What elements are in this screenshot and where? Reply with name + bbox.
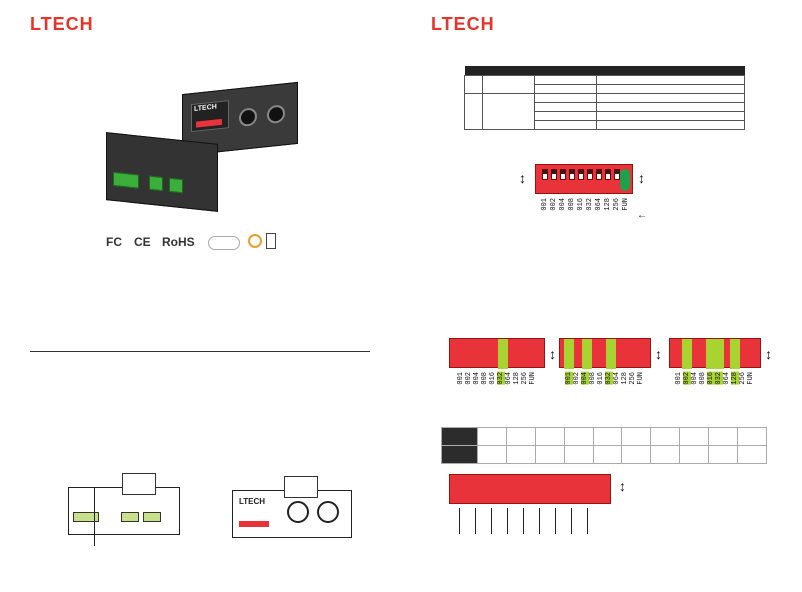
ce-icon: CE <box>134 235 151 249</box>
highlight-032 <box>606 339 616 369</box>
dip-label: 032 <box>586 198 594 211</box>
highlight-004 <box>582 339 592 369</box>
dip-label: 128 <box>513 372 521 385</box>
dip-label: FUN <box>637 372 645 385</box>
dip-label: 064 <box>595 198 603 211</box>
terminal-block-3 <box>169 177 183 194</box>
dip-label: 016 <box>597 372 605 385</box>
highlight-016 <box>706 339 716 369</box>
drawing-terminal-3 <box>143 512 161 522</box>
left-arrow-icon: ← <box>637 210 647 221</box>
dip-switch-main <box>535 164 633 194</box>
dip-label: 032 <box>605 372 613 385</box>
dip-label: 002 <box>550 198 558 211</box>
dip-label: 008 <box>589 372 597 385</box>
highlight-002 <box>682 339 692 369</box>
label-panel: LTECH <box>191 100 229 133</box>
dip-label: 008 <box>481 372 489 385</box>
dip-label: 128 <box>731 372 739 385</box>
dip-label: 256 <box>613 198 621 211</box>
drawing-callout-box-2 <box>284 476 318 498</box>
drawing-terminal-2 <box>121 512 139 522</box>
dip-label: 064 <box>723 372 731 385</box>
dip-label: 256 <box>521 372 529 385</box>
fun-switch-highlight <box>620 169 630 191</box>
dip-label: 008 <box>699 372 707 385</box>
oval-badge-icon <box>208 236 240 250</box>
highlight-128 <box>730 339 740 369</box>
terminal-block-1 <box>113 171 139 189</box>
recycle-icon <box>266 233 276 249</box>
brand-logo: LTECH <box>30 14 94 34</box>
dip-label: 004 <box>581 372 589 385</box>
dip-label: 001 <box>675 372 683 385</box>
dip-label: 004 <box>691 372 699 385</box>
rohs-icon: RoHS <box>162 235 195 249</box>
drawing-xlr-2 <box>317 501 339 523</box>
dip-switch-bottom <box>449 474 611 504</box>
up-down-arrow-icon-6: ↕ <box>619 478 626 494</box>
dip-label: FUN <box>747 372 755 385</box>
dip-example-1 <box>449 338 545 369</box>
dip-label: 016 <box>577 198 585 211</box>
dip-label: 001 <box>457 372 465 385</box>
dip-example-2 <box>559 338 651 369</box>
highlight-032 <box>498 339 508 369</box>
dip-switch-photo <box>196 118 222 128</box>
up-down-arrow-icon: ↕ <box>519 170 526 186</box>
highlight-032 <box>714 339 724 369</box>
drawing-callout-box-1 <box>122 473 156 495</box>
drawing-dip <box>239 521 269 527</box>
dip-label: 128 <box>604 198 612 211</box>
dip-label: 256 <box>739 372 747 385</box>
dip-label: 001 <box>541 198 549 211</box>
drawing-front-view <box>68 487 180 535</box>
up-down-arrow-icon-4: ↕ <box>655 346 662 362</box>
left-page: LTECH LTECH FC CE RoHS LTECH <box>30 14 370 546</box>
energy-icon <box>248 234 262 248</box>
highlight-001 <box>564 339 574 369</box>
dip-label: 002 <box>465 372 473 385</box>
dip-label: FUN <box>622 198 630 211</box>
up-down-arrow-icon-3: ↕ <box>549 346 556 362</box>
drawing-terminal-1 <box>73 512 99 522</box>
drawing-brand-label: LTECH <box>239 497 266 506</box>
up-down-arrow-icon-5: ↕ <box>765 346 772 362</box>
dip-label: 004 <box>473 372 481 385</box>
dip-label: 016 <box>489 372 497 385</box>
dip-label: 016 <box>707 372 715 385</box>
dip-label: 064 <box>505 372 513 385</box>
dip-label: 128 <box>621 372 629 385</box>
xlr-out-connector <box>267 104 285 125</box>
dip-label: 256 <box>629 372 637 385</box>
dip-label: 002 <box>683 372 691 385</box>
device-front <box>106 132 218 212</box>
dip-label: 064 <box>613 372 621 385</box>
dip-label: 032 <box>715 372 723 385</box>
dip-label: 002 <box>573 372 581 385</box>
photo-brand-label: LTECH <box>194 103 217 113</box>
section-divider <box>30 351 370 352</box>
xlr-in-connector <box>239 107 257 128</box>
spec-table <box>464 66 745 130</box>
dip-label: 001 <box>565 372 573 385</box>
up-down-arrow-icon-2: ↕ <box>638 170 645 186</box>
address-table <box>441 427 767 464</box>
dip-label: 008 <box>568 198 576 211</box>
dip-label: FUN <box>529 372 537 385</box>
pointer-line <box>94 488 95 546</box>
dip-label: 032 <box>497 372 505 385</box>
dip-example-3 <box>669 338 761 369</box>
terminal-block-2 <box>149 175 163 192</box>
brand-logo-right: LTECH <box>431 14 495 34</box>
drawing-xlr-1 <box>287 501 309 523</box>
right-page: LTECH ↕ ↕ 001 002 004 008 016 032 064 12… <box>401 0 802 592</box>
dip-label: 004 <box>559 198 567 211</box>
fcc-icon: FC <box>106 235 122 249</box>
